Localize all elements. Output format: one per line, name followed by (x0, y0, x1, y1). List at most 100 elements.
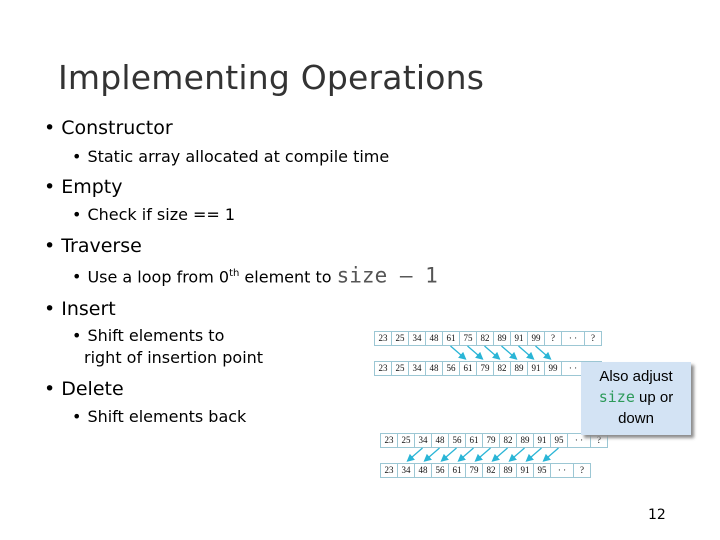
array-cell: 61 (449, 464, 466, 478)
array-cell: 82 (500, 434, 517, 448)
bullet-empty-label: Empty (61, 176, 123, 198)
array-cell: 56 (432, 464, 449, 478)
slide-title: Implementing Operations (58, 58, 485, 97)
sub-bullet-insert-line1: Shift elements to (87, 326, 225, 345)
bullet-insert-label: Insert (61, 298, 116, 320)
sub-bullet-insert-line2: right of insertion point (84, 348, 264, 367)
insert-shift-arrows (450, 345, 552, 360)
sub-bullet-delete: •Shift elements back (72, 407, 247, 426)
array-cell: ? (545, 332, 562, 346)
array-cell: 82 (494, 362, 511, 376)
shift-arrows-diagram (406, 345, 559, 462)
array-cell: 89 (500, 464, 517, 478)
array-cell: 89 (494, 332, 511, 346)
callout-size-code: size (598, 388, 635, 406)
array-cell: 34 (415, 434, 432, 448)
array-cell: 25 (392, 332, 409, 346)
page-number: 12 (648, 507, 666, 523)
array-cell: 23 (381, 464, 398, 478)
shift-arrow (491, 447, 508, 462)
array-cell: 48 (432, 434, 449, 448)
array-cell: · · (562, 332, 585, 346)
bullet-delete-label: Delete (61, 378, 124, 400)
array-cell: 91 (528, 362, 545, 376)
array-cell: 89 (511, 362, 528, 376)
sub-bullet-delete-text: Shift elements back (87, 407, 247, 426)
array-cell: 99 (528, 332, 545, 346)
array-cell: 61 (466, 434, 483, 448)
array-cell: ? (591, 434, 608, 448)
size-minus-one-code: size – 1 (336, 263, 438, 288)
sub-bullet-constructor-text: Static array allocated at compile time (87, 147, 390, 166)
array-cell: 23 (375, 362, 392, 376)
array-cell: 91 (511, 332, 528, 346)
ordinal-suffix: th (229, 268, 240, 279)
array-cell: 56 (443, 362, 460, 376)
shift-arrow (501, 345, 518, 360)
array-cell: 48 (415, 464, 432, 478)
bullet-insert: •Insert (44, 298, 116, 320)
array-cell: 56 (449, 434, 466, 448)
sub-bullet-traverse-text: Use a loop from 0 (87, 267, 230, 287)
array-cell: · · (568, 434, 591, 448)
sub-bullet-empty: •Check if size == 1 (72, 205, 236, 224)
array-cell: 61 (443, 332, 460, 346)
array-cell: 34 (409, 332, 426, 346)
sub-bullet-constructor: •Static array allocated at compile time (72, 147, 390, 166)
array-cell: 82 (483, 464, 500, 478)
array-cell: 25 (398, 434, 415, 448)
callout-line1: Also adjust (599, 368, 673, 385)
shift-arrow (457, 447, 474, 462)
bullet-traverse: •Traverse (44, 235, 142, 257)
array-cell: ? (574, 464, 591, 478)
shift-arrow (406, 447, 423, 462)
array-cell: 95 (534, 464, 551, 478)
array-cell: · · (551, 464, 574, 478)
bullet-delete: •Delete (44, 378, 124, 400)
array-cell: 25 (392, 362, 409, 376)
bullet-constructor: •Constructor (44, 117, 173, 139)
bullet-traverse-label: Traverse (61, 235, 142, 257)
array-cell: 34 (398, 464, 415, 478)
array-cell: 91 (534, 434, 551, 448)
shift-arrow (423, 447, 440, 462)
array-cell: 82 (477, 332, 494, 346)
array-cell: 23 (375, 332, 392, 346)
array-cell: 48 (426, 362, 443, 376)
bullet-constructor-label: Constructor (61, 117, 173, 139)
sub-bullet-traverse-mid: element to (239, 267, 337, 287)
array-cell: 75 (460, 332, 477, 346)
array-cell: 79 (466, 464, 483, 478)
adjust-size-callout: Also adjust size up or down (581, 362, 691, 435)
sub-bullet-traverse: •Use a loop from 0th element to size – 1 (72, 263, 438, 288)
sub-bullet-empty-text: Check if size == 1 (87, 205, 236, 224)
array-cell: 79 (477, 362, 494, 376)
array-cell: 91 (517, 464, 534, 478)
array-cell: ? (585, 332, 602, 346)
shift-arrow (535, 345, 552, 360)
callout-line2: up or (634, 389, 674, 406)
shift-arrow (467, 345, 484, 360)
shift-arrow (508, 447, 525, 462)
bullet-empty: •Empty (44, 176, 123, 198)
delete-shift-arrows (406, 447, 559, 462)
array-cell: 48 (426, 332, 443, 346)
shift-arrow (440, 447, 457, 462)
callout-line3: down (618, 410, 654, 427)
shift-arrow (484, 345, 501, 360)
array-cell: 99 (545, 362, 562, 376)
shift-arrow (474, 447, 491, 462)
array-cell: 89 (517, 434, 534, 448)
array-cell: 95 (551, 434, 568, 448)
array-cell: 34 (409, 362, 426, 376)
array-cell: 23 (381, 434, 398, 448)
array-cell: 61 (460, 362, 477, 376)
shift-arrow (450, 345, 467, 360)
shift-arrow (542, 447, 559, 462)
array-cell: 79 (483, 434, 500, 448)
shift-arrow (525, 447, 542, 462)
